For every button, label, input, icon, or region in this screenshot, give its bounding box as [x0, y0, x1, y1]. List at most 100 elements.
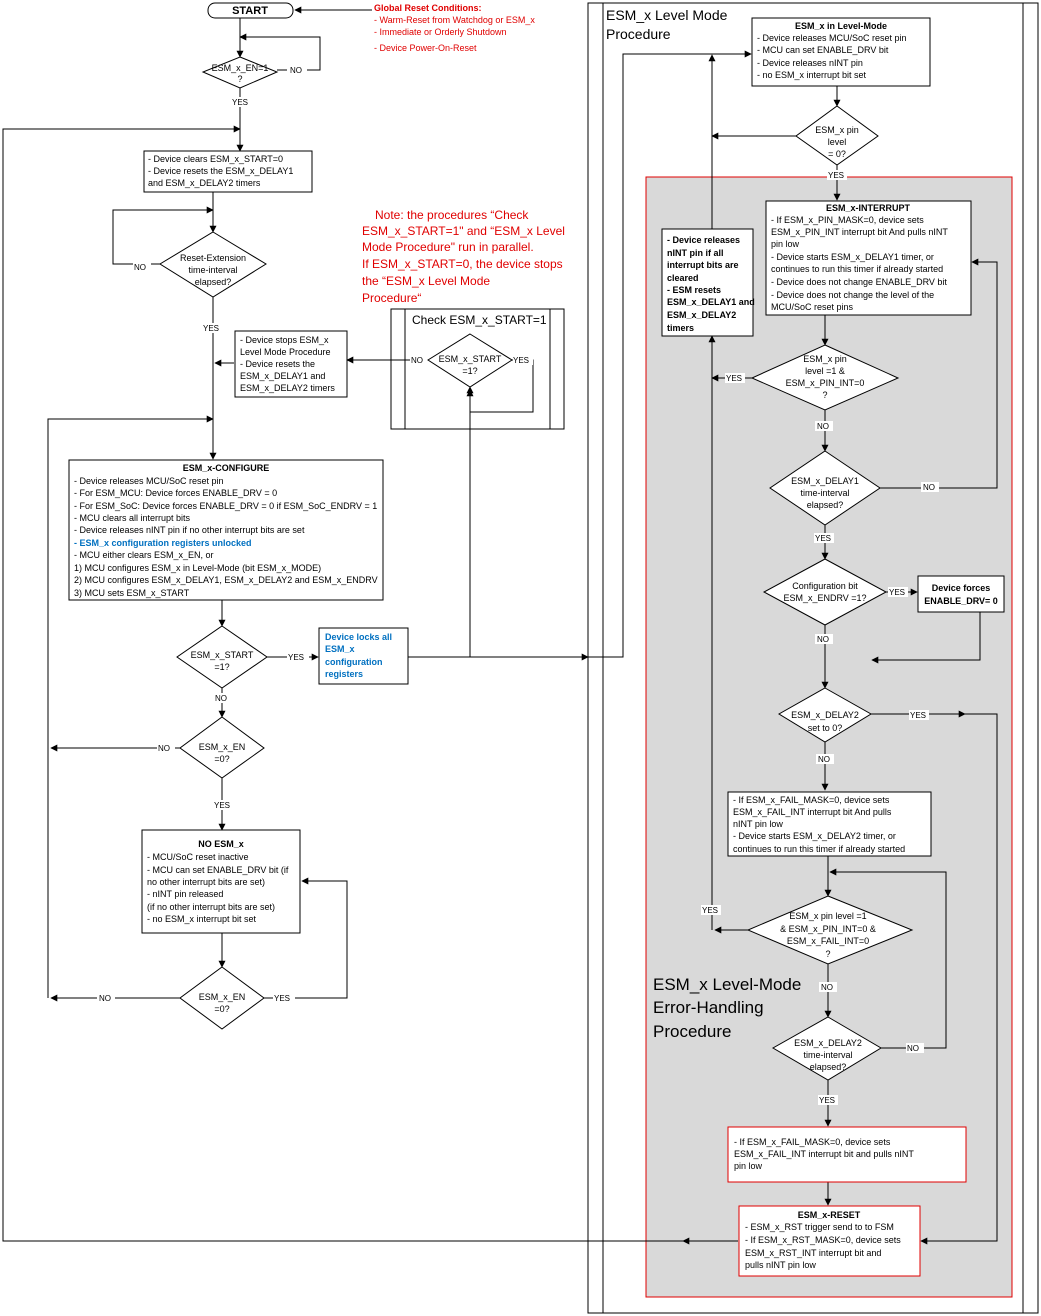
- delay2-zero-decision: [778, 687, 872, 743]
- box-text: ESM_x_RST_INT interrupt bit and: [745, 1248, 881, 1258]
- check-start-decision: [427, 333, 513, 388]
- esm-en-1-decision: [201, 56, 279, 89]
- box-text: nINT pin low: [733, 819, 783, 829]
- box-text: - Device starts ESM_x_DELAY2 timer, or: [733, 831, 896, 841]
- decision-text: ESM_x_EN: [199, 992, 246, 1002]
- decision-text: ?: [237, 74, 242, 84]
- note-line-4: If ESM_x_START=0, the device stops: [362, 257, 563, 271]
- locks-registers-box: [318, 627, 409, 685]
- start-label: START: [232, 5, 268, 17]
- decision-text: = 0?: [828, 149, 846, 159]
- box-text: - For ESM_MCU: Device forces ENABLE_DRV …: [74, 488, 277, 498]
- label-no: NO: [158, 744, 170, 753]
- box-text: ESM_x_PIN_INT interrupt bit And pulls nI…: [771, 227, 948, 237]
- box-text: 2) MCU configures ESM_x_DELAY1, ESM_x_DE…: [74, 575, 378, 585]
- fail-mask-2-box: [727, 1126, 967, 1183]
- note-line-5: the “ESM_x Level Mode: [362, 274, 490, 288]
- global-reset-item-2: - Immediate or Orderly Shutdown: [374, 27, 507, 37]
- box-text: pin low: [771, 239, 800, 249]
- box-text: ESM_x_FAIL_INT interrupt bit And pulls: [733, 807, 892, 817]
- label-yes: YES: [819, 1096, 835, 1105]
- label-yes: YES: [815, 534, 831, 543]
- decision-text: ESM_x_FAIL_INT=0: [787, 936, 869, 946]
- box-text: cleared: [667, 273, 699, 283]
- label-no: NO: [923, 483, 935, 492]
- label-yes: YES: [702, 906, 718, 915]
- box-text: timers: [667, 323, 694, 333]
- label-no: NO: [821, 983, 833, 992]
- box-text: configuration: [325, 657, 383, 667]
- label-no: NO: [215, 694, 227, 703]
- configure-unlocked-text: - ESM_x configuration registers unlocked: [74, 538, 252, 548]
- decision-text: ESM_x_START: [439, 354, 502, 364]
- decision-text: time-interval: [803, 1050, 852, 1060]
- label-no: NO: [99, 994, 111, 1003]
- label-yes: YES: [203, 324, 219, 333]
- decision-text: ESM_x_DELAY1: [791, 476, 859, 486]
- box-text: nINT pin if all: [667, 248, 724, 258]
- decision-text: =0?: [214, 754, 229, 764]
- box-text: interrupt bits are: [667, 260, 739, 270]
- box-text: - If ESM_x_FAIL_MASK=0, device sets: [733, 795, 890, 805]
- box-text: - Device clears ESM_x_START=0: [148, 154, 283, 164]
- box-text: Device forces: [932, 583, 991, 593]
- configure-title: ESM_x-CONFIGURE: [183, 463, 270, 473]
- note-line-6: Procedure“: [362, 291, 421, 305]
- label-yes: YES: [232, 98, 248, 107]
- decision-text: time-interval: [188, 265, 237, 275]
- decision-text: ESM_x_START: [191, 650, 254, 660]
- pin-level-1-decision: [750, 344, 900, 411]
- label-no: NO: [134, 263, 146, 272]
- box-text: - MCU clears all interrupt bits: [74, 513, 191, 523]
- no-esm-title: NO ESM_x: [198, 839, 244, 849]
- decision-text: & ESM_x_PIN_INT=0 &: [780, 924, 876, 934]
- delay2-elapsed-decision: [771, 1016, 882, 1081]
- box-text: ESM_x_DELAY1 and: [240, 371, 325, 381]
- box-text: - Device does not change the level of th…: [771, 290, 934, 300]
- decision-text: ?: [825, 949, 830, 959]
- decision-text: ESM_x_DELAY2: [794, 1038, 862, 1048]
- box-text: - Device releases: [667, 235, 740, 245]
- error-title-1: ESM_x Level-Mode: [653, 975, 801, 994]
- decision-text: =1?: [214, 662, 229, 672]
- procedure-title-1: ESM_x Level Mode: [606, 7, 728, 23]
- box-text: - Device does not change ENABLE_DRV bit: [771, 277, 947, 287]
- box-text: (if no other interrupt bits are set): [147, 902, 275, 912]
- decision-text: ?: [822, 390, 827, 400]
- box-text: Device locks all: [325, 632, 392, 642]
- forces-enable-drv-box: [917, 575, 1005, 613]
- box-text: no other interrupt bits are set): [147, 877, 265, 887]
- decision-text: set to 0?: [808, 723, 843, 733]
- box-text: - If ESM_x_PIN_MASK=0, device sets: [771, 215, 924, 225]
- start-decision: [176, 625, 268, 689]
- pin-level-full-decision: [746, 895, 914, 965]
- label-no: NO: [817, 635, 829, 644]
- box-text: - Device resets the ESM_x_DELAY1: [148, 166, 293, 176]
- esm-en-0-decision-a: [179, 716, 265, 779]
- level-mode-title: ESM_x in Level-Mode: [795, 21, 887, 31]
- interrupt-box: [765, 200, 972, 316]
- label-yes: YES: [513, 356, 529, 365]
- endrv-decision: [762, 558, 888, 626]
- error-title-3: Procedure: [653, 1022, 731, 1041]
- box-text: ESM_x_FAIL_INT interrupt bit and pulls n…: [734, 1149, 914, 1159]
- box-text: - nINT pin released: [147, 889, 223, 899]
- label-no: NO: [907, 1044, 919, 1053]
- decision-text: elapsed?: [195, 277, 232, 287]
- box-text: registers: [325, 669, 363, 679]
- label-yes: YES: [274, 994, 290, 1003]
- note-line-2: ESM_x_START=1" and “ESM_x Level: [362, 224, 565, 238]
- label-yes: YES: [910, 711, 926, 720]
- decision-text: ESM_x_PIN_INT=0: [786, 378, 865, 388]
- box-text: - If ESM_x_FAIL_MASK=0, device sets: [734, 1137, 891, 1147]
- fail-mask-box: [727, 791, 932, 857]
- box-text: - ESM resets: [667, 285, 721, 295]
- stops-procedure-box: [234, 330, 348, 398]
- label-yes: YES: [288, 653, 304, 662]
- decision-text: ESM_x_ENDRV =1?: [783, 593, 866, 603]
- box-text: - MCU/SoC reset inactive: [147, 852, 249, 862]
- box-text: - Device releases MCU/SoC reset pin: [74, 476, 224, 486]
- releases-nint-box: [661, 228, 754, 337]
- decision-text: level: [828, 137, 847, 147]
